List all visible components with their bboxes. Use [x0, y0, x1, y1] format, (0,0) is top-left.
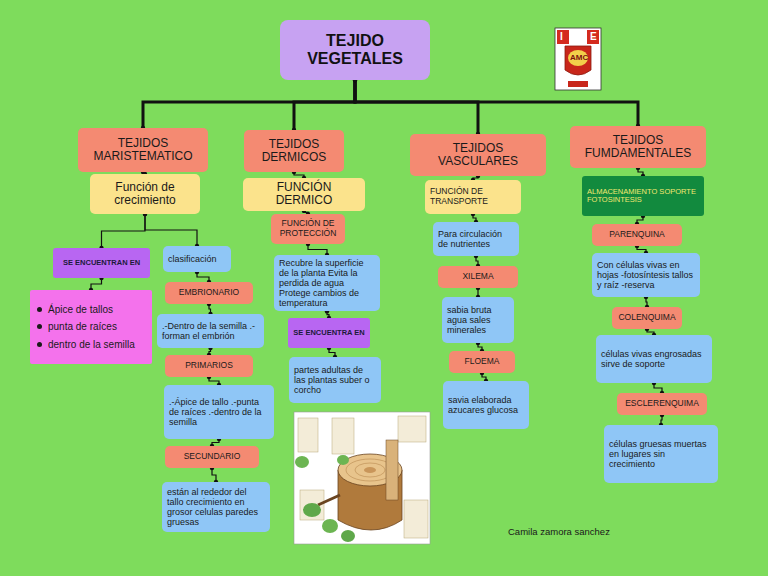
concept-box: ESCLERENQUIMA [617, 393, 707, 415]
concept-box: .-Ápice de tallo .-punta de raíces .-den… [164, 385, 274, 439]
box-text: sabia bruta agua sales minerales [447, 305, 509, 335]
box-text: partes adultas de las plantas suber o co… [294, 365, 376, 395]
concept-box: Para circulación de nutrientes [433, 222, 519, 256]
concept-box: Ápice de tallos punta de raíces dentro de … [30, 290, 152, 364]
list-item: punta de raíces [48, 321, 146, 332]
tree-trunk-illustration [294, 412, 430, 544]
box-text: TEJIDOS VASCULARES [415, 142, 541, 169]
concept-box: ALMACENAMIENTO SOPORTE FOTOSINTESIS [582, 176, 704, 216]
box-text: TEJIDOS DERMICOS [249, 138, 339, 165]
concept-box: Con células vivas en hojas -fotosíntesis… [592, 253, 700, 297]
box-text: XILEMA [443, 272, 513, 282]
connector-line [91, 278, 102, 290]
concept-box: FUNCIÓN DE PROTECCIÓN [271, 214, 345, 244]
box-text: SECUNDARIO [170, 452, 254, 462]
box-text: ALMACENAMIENTO SOPORTE FOTOSINTESIS [587, 188, 699, 205]
concept-box: TEJIDOS VASCULARES [410, 134, 546, 176]
concept-box: EMBRIONARIO [165, 282, 253, 304]
box-text: FUNCIÓN DE TRANSPORTE [430, 187, 516, 206]
concept-box: clasificación [163, 246, 231, 272]
school-logo [555, 28, 601, 90]
concept-box: savia elaborada azucares glucosa [443, 381, 529, 429]
concept-box: PRIMARIOS [165, 355, 253, 377]
box-text: Con células vivas en hojas -fotosíntesis… [597, 260, 695, 290]
bullet-dot [37, 342, 42, 347]
box-text: están al rededor del tallo crecimiento e… [167, 487, 265, 527]
connector-line [355, 80, 478, 134]
box-text: TEJIDOS MARISTEMATICO [83, 137, 203, 164]
concept-box: FUNCIÓN DE TRANSPORTE [425, 180, 521, 214]
concept-box: SE ENCUENTRA EN [288, 318, 370, 348]
concept-box: PARENQUINA [592, 224, 682, 246]
concept-box: TEJIDOS DERMICOS [244, 130, 344, 172]
box-text: PARENQUINA [597, 230, 677, 240]
connector-line [294, 80, 355, 130]
box-text: clasificación [168, 254, 226, 264]
box-text: SE ENCUENTRA EN [293, 329, 365, 337]
box-text: ESCLERENQUIMA [622, 399, 702, 409]
connector-line [308, 244, 327, 255]
box-text: células vivas engrosadas sirve de soport… [601, 349, 707, 369]
concept-box: FUNCIÓN DERMICO [243, 178, 365, 211]
logo-text: I [560, 32, 563, 42]
box-text: Función de crecimiento [95, 181, 195, 208]
bullet-dot [37, 307, 42, 312]
box-text: COLENQUIMA [617, 313, 677, 323]
box-text: Para circulación de nutrientes [438, 229, 514, 249]
box-text: FUNCIÓN DERMICO [248, 181, 360, 208]
concept-box: SE ENCUENTRAN EN [53, 248, 150, 278]
concept-box: SECUNDARIO [165, 446, 259, 468]
connector-line [143, 80, 355, 128]
box-text: FUNCIÓN DE PROTECCIÓN [276, 219, 340, 238]
concept-box: partes adultas de las plantas suber o co… [289, 357, 381, 403]
box-text: TEJIDOS FUMDAMENTALES [575, 134, 701, 161]
author-name: Camila zamora sanchez [508, 527, 610, 537]
connector-line [355, 80, 638, 126]
concept-box: Recubre la superficie de la planta Evita… [274, 255, 380, 311]
concept-box: sabia bruta agua sales minerales [442, 297, 514, 343]
bullet-dot [37, 324, 42, 329]
list-item: dentro de la semilla [48, 339, 146, 350]
title-box: TEJIDO VEGETALES [280, 20, 430, 80]
list-item: Ápice de tallos [48, 304, 146, 315]
connector-line [102, 214, 146, 248]
box-text: TEJIDO VEGETALES [285, 32, 425, 68]
concept-box: TEJIDOS MARISTEMATICO [78, 128, 208, 172]
box-text: .-Dentro de la semilla .-forman el embri… [162, 321, 259, 341]
concept-box: Función de crecimiento [90, 174, 200, 214]
concept-box: células gruesas muertas en lugares sin c… [604, 425, 718, 483]
box-text: SE ENCUENTRAN EN [58, 259, 145, 267]
box-text: PRIMARIOS [170, 361, 248, 371]
logo-text: E [590, 32, 597, 42]
concept-box: TEJIDOS FUMDAMENTALES [570, 126, 706, 168]
box-text: FLOEMA [454, 357, 510, 367]
concept-box: XILEMA [438, 266, 518, 288]
box-text: Recubre la superficie de la planta Evita… [279, 258, 375, 308]
box-text: savia elaborada azucares glucosa [448, 395, 524, 415]
concept-box: células vivas engrosadas sirve de soport… [596, 335, 712, 383]
box-text: .-Ápice de tallo .-punta de raíces .-den… [169, 397, 269, 427]
concept-box: están al rededor del tallo crecimiento e… [162, 482, 270, 532]
connector-line [145, 214, 197, 246]
concept-box: COLENQUIMA [612, 307, 682, 329]
concept-box: FLOEMA [449, 351, 515, 373]
concept-box: .-Dentro de la semilla .-forman el embri… [157, 314, 264, 348]
box-text: células gruesas muertas en lugares sin c… [609, 439, 713, 469]
box-text: EMBRIONARIO [170, 288, 248, 298]
connector-line [197, 272, 209, 282]
logo-text: AMC [570, 54, 588, 62]
